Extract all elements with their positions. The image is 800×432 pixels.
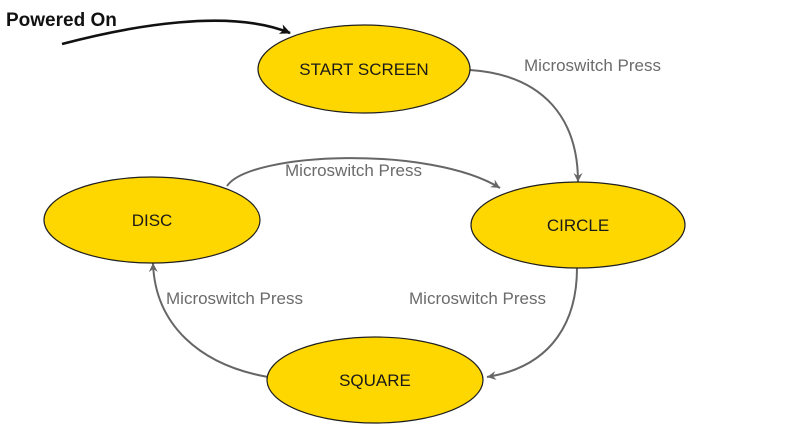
state-circle-shape: [470, 181, 686, 269]
state-square-shape: [266, 336, 484, 424]
powered-on-arrow: [61, 19, 291, 46]
state-circle-label: CIRCLE: [547, 216, 609, 235]
edge-circle-to-square: [486, 267, 578, 380]
label-start-to-circle: Microswitch Press: [524, 56, 661, 75]
state-disc-shape: [43, 176, 261, 264]
label-square-to-disc: Microswitch Press: [166, 289, 303, 308]
state-start-screen-label: START SCREEN: [299, 60, 428, 79]
state-disc-label: DISC: [132, 211, 173, 230]
edge-start-to-circle: [469, 69, 583, 183]
edge-disc-to-circle: [226, 157, 501, 189]
label-circle-to-square: Microswitch Press: [409, 289, 546, 308]
powered-on-label: Powered On: [6, 10, 117, 31]
state-square: SQUARE: [266, 336, 484, 424]
label-disc-to-circle: Microswitch Press: [285, 161, 422, 180]
edge-square-to-disc: [148, 262, 269, 378]
state-disc: DISC: [43, 176, 261, 264]
state-start-screen: START SCREEN: [257, 24, 471, 114]
state-square-label: SQUARE: [339, 371, 411, 390]
state-circle: CIRCLE: [470, 181, 686, 269]
state-start-screen-shape: [257, 24, 471, 114]
